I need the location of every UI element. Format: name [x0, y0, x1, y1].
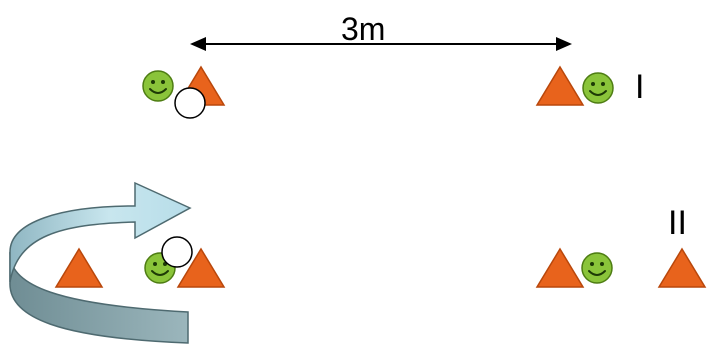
right-arrowhead-icon — [556, 37, 572, 51]
left-arrowhead-icon — [190, 37, 206, 51]
smiley-icon — [582, 72, 614, 104]
smiley-icon — [581, 252, 613, 284]
row-2-label: II — [668, 204, 687, 242]
row-1 — [142, 66, 614, 119]
ball-icon — [174, 87, 206, 119]
cone-icon — [536, 248, 584, 288]
cone-icon — [536, 66, 584, 106]
curved-arrow-icon — [9, 181, 192, 344]
distance-arrow — [190, 37, 572, 51]
row-1-label: I — [635, 68, 644, 106]
row-2 — [9, 181, 706, 344]
distance-label: 3m — [341, 11, 385, 47]
cone-icon — [658, 248, 706, 288]
ball-icon — [161, 236, 193, 268]
smiley-icon — [142, 70, 174, 102]
cone-icon — [55, 248, 103, 288]
